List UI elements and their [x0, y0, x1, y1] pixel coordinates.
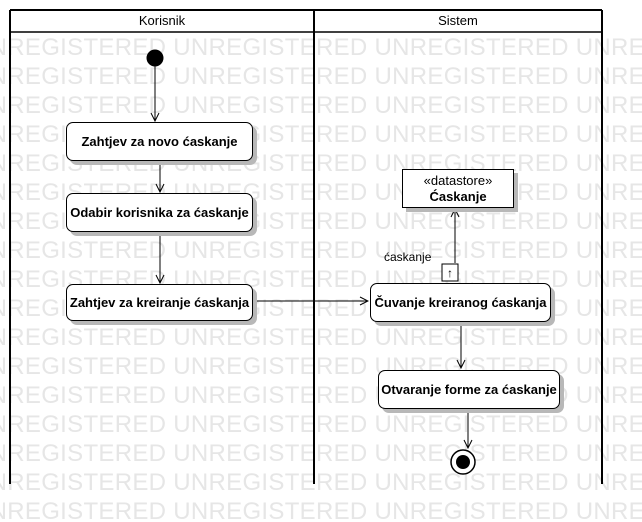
lane-header-korisnik: Korisnik — [138, 13, 186, 28]
action-save-chat[interactable]: Čuvanje kreiranog ćaskanja — [370, 283, 551, 322]
action-open-chat-form[interactable]: Otvaranje forme za ćaskanje — [378, 370, 560, 409]
output-pin — [441, 263, 459, 282]
datastore-name: Ćaskanje — [429, 188, 487, 204]
action-select-user[interactable]: Odabir korisnika za ćaskanje — [66, 193, 253, 232]
action-request-new-chat[interactable]: Zahtjev za novo ćaskanje — [66, 122, 253, 161]
action-label: Zahtjev za novo ćaskanje — [81, 134, 238, 149]
action-label: Zahtjev za kreiranje ćaskanja — [69, 295, 250, 310]
initial-node — [146, 49, 164, 67]
object-flow-label: ćaskanje — [384, 250, 432, 264]
swimlane-frame — [9, 9, 603, 484]
datastore-chat[interactable]: «datastore» Ćaskanje — [402, 169, 514, 208]
lane-header-sistem: Sistem — [438, 13, 478, 28]
output-pin-arrow: ↑ — [447, 266, 453, 280]
final-node-core — [456, 455, 470, 469]
action-label: Odabir korisnika za ćaskanje — [70, 205, 249, 220]
action-create-chat-request[interactable]: Zahtjev za kreiranje ćaskanja — [66, 284, 253, 321]
action-label: Čuvanje kreiranog ćaskanja — [374, 295, 547, 310]
action-label: Otvaranje forme za ćaskanje — [381, 382, 557, 397]
datastore-stereotype: «datastore» — [423, 172, 493, 188]
